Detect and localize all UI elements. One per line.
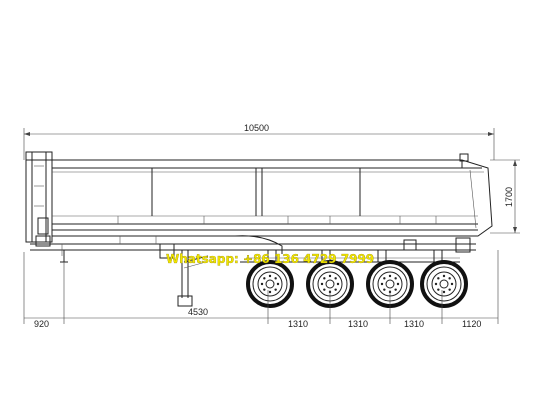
kingpin-to-axle-label: 4530 (188, 307, 208, 317)
dump-body (51, 153, 493, 237)
body-height-label: 1700 (504, 187, 514, 207)
chassis-frame (30, 235, 476, 259)
front-bulkhead (25, 151, 53, 247)
axle-spacing-3-label: 1310 (404, 319, 424, 329)
overall-length-label: 10500 (244, 123, 269, 133)
axle-spacing-2-label: 1310 (348, 319, 368, 329)
rear-overhang-label: 1120 (462, 319, 481, 329)
wheel-4 (420, 260, 468, 308)
bottom-dimensions: 920 4530 1310 1310 1310 1120 (23, 250, 499, 329)
landing-gear (177, 250, 209, 307)
wheel-group (246, 260, 468, 308)
whatsapp-watermark: Whatsapp: +86 136 4729 7999 (166, 252, 374, 266)
overall-length-dimension: 10500 (23, 123, 495, 160)
king-pin (60, 250, 68, 263)
front-overhang-label: 920 (34, 319, 49, 329)
axle-spacing-1-label: 1310 (288, 319, 308, 329)
body-height-dimension: 1700 (490, 159, 520, 234)
wheel-1 (246, 260, 294, 308)
